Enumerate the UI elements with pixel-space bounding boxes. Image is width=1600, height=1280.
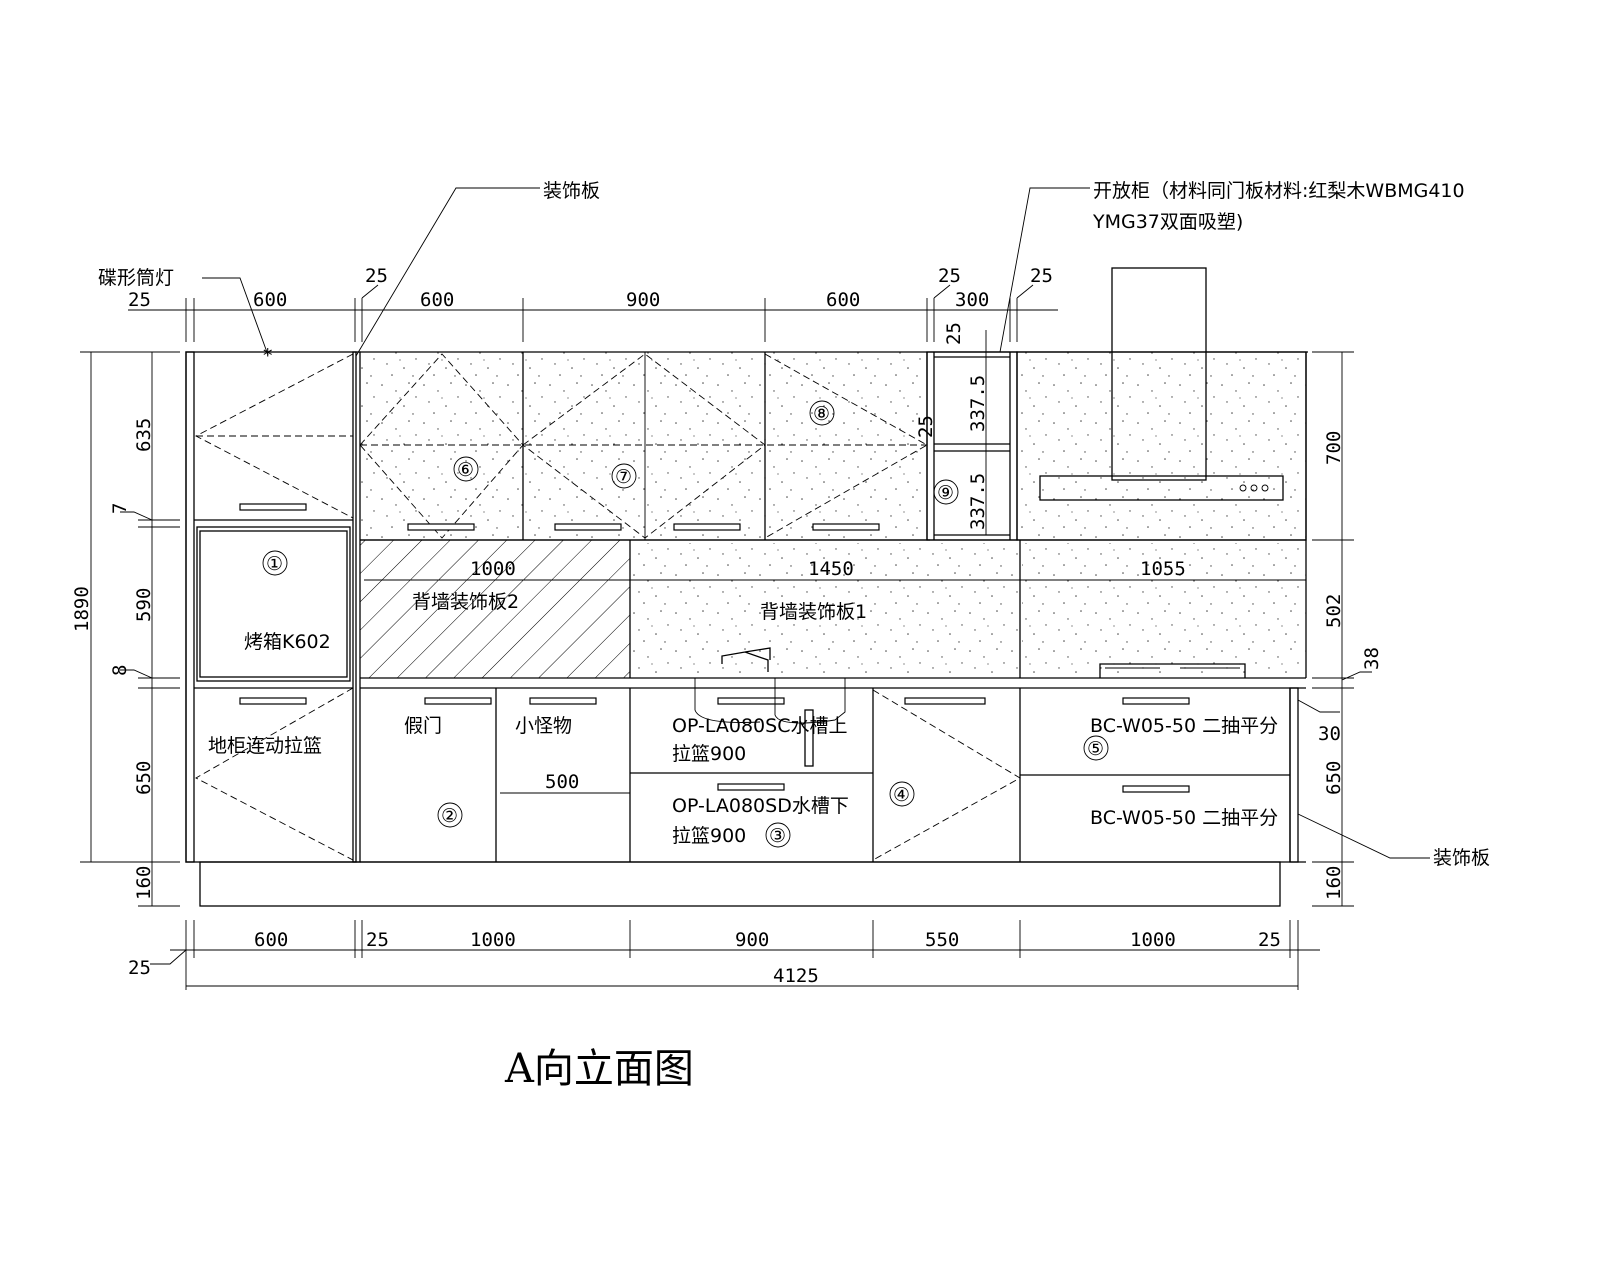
mid-dim: 500 bbox=[545, 771, 579, 793]
drawing-title: A向立面图 bbox=[504, 1046, 694, 1092]
left-dim: 635 bbox=[133, 418, 155, 452]
top-dim: 300 bbox=[955, 289, 989, 311]
sink-lower-label-2: 拉篮900 bbox=[672, 825, 746, 847]
bottom-dim: 1000 bbox=[1130, 929, 1176, 951]
top-dim: 600 bbox=[253, 289, 287, 311]
mid-dim: 1055 bbox=[1140, 558, 1186, 580]
marker-7: ⑦ bbox=[615, 466, 632, 488]
bottom-dim: 25 bbox=[366, 929, 389, 951]
sink-lower-label: OP-LA080SD水槽下 bbox=[672, 795, 849, 817]
open-cabinet-dim: 337.5 bbox=[967, 473, 989, 530]
left-dim: 590 bbox=[133, 588, 155, 622]
marker-5: ⑤ bbox=[1087, 738, 1104, 760]
top-dim: 25 bbox=[1030, 265, 1053, 287]
top-dim: 25 bbox=[938, 265, 961, 287]
annotation-text: 装饰板 碟形筒灯 开放柜（材料同门板材料:红梨木WBMG410 YMG37双面吸… bbox=[98, 180, 1490, 1092]
leader-lines: * bbox=[202, 187, 1430, 859]
light-symbol: * bbox=[262, 345, 273, 367]
base-basket-label: 地柜连动拉篮 bbox=[208, 735, 322, 757]
callout-light: 碟形筒灯 bbox=[98, 267, 174, 289]
left-dim: 650 bbox=[133, 761, 155, 795]
back-panel-1-label: 背墙装饰板1 bbox=[760, 601, 867, 623]
base-cabinets bbox=[199, 647, 1306, 907]
bottom-dim: 550 bbox=[925, 929, 959, 951]
top-dim: 600 bbox=[420, 289, 454, 311]
left-dim: 1890 bbox=[71, 586, 93, 632]
marker-2: ② bbox=[441, 805, 458, 827]
item-markers bbox=[262, 400, 1109, 848]
bottom-dim: 900 bbox=[735, 929, 769, 951]
oven-label: 烤箱K602 bbox=[244, 631, 331, 653]
top-dim: 900 bbox=[626, 289, 660, 311]
right-dim: 700 bbox=[1323, 431, 1345, 465]
little-monster-label: 小怪物 bbox=[515, 715, 572, 737]
marker-3: ③ bbox=[769, 825, 786, 847]
callout-deco-right: 装饰板 bbox=[1433, 847, 1490, 869]
open-cabinet-dim: 25 bbox=[943, 322, 965, 345]
dimension-lines bbox=[80, 284, 1372, 990]
back-panel-2-label: 背墙装饰板2 bbox=[412, 591, 519, 613]
marker-8: ⑧ bbox=[813, 403, 830, 425]
total-width: 4125 bbox=[773, 965, 819, 987]
callout-open-cabinet-2: YMG37双面吸塑) bbox=[1092, 211, 1243, 233]
right-dim: 38 bbox=[1361, 647, 1383, 670]
drawer-label-2: BC-W05-50 二抽平分 bbox=[1090, 807, 1278, 829]
top-dim: 25 bbox=[128, 289, 151, 311]
tall-cabinet bbox=[185, 351, 361, 863]
upper-cabinet-texture bbox=[360, 350, 1306, 678]
top-dim: 600 bbox=[826, 289, 860, 311]
callout-deco-top: 装饰板 bbox=[543, 180, 600, 202]
marker-9: ⑨ bbox=[937, 482, 954, 504]
drawer-label-1: BC-W05-50 二抽平分 bbox=[1090, 715, 1278, 737]
marker-1: ① bbox=[266, 553, 283, 575]
dimension-text: 25 600 25 600 900 600 25 300 25 635 7 59… bbox=[71, 265, 1383, 987]
left-dim: 160 bbox=[133, 866, 155, 900]
bottom-dim: 1000 bbox=[470, 929, 516, 951]
mid-dim: 1000 bbox=[470, 558, 516, 580]
mid-dim: 1450 bbox=[808, 558, 854, 580]
sink-upper-label: OP-LA080SC水槽上 bbox=[672, 715, 847, 737]
open-cabinet-dim: 25 bbox=[915, 415, 937, 438]
right-dim: 650 bbox=[1323, 761, 1345, 795]
right-dim: 30 bbox=[1318, 723, 1341, 745]
marker-4: ④ bbox=[893, 784, 910, 806]
open-cabinet-dim: 337.5 bbox=[967, 375, 989, 432]
fake-door-label: 假门 bbox=[404, 715, 442, 737]
hatched-back-panel-2 bbox=[359, 539, 631, 679]
left-dim: 8 bbox=[109, 665, 131, 676]
backsplash bbox=[360, 352, 1307, 689]
bottom-dim: 25 bbox=[128, 957, 151, 979]
sink-upper-label-2: 拉篮900 bbox=[672, 743, 746, 765]
left-dim: 7 bbox=[109, 503, 131, 514]
bottom-dim: 600 bbox=[254, 929, 288, 951]
callout-open-cabinet: 开放柜（材料同门板材料:红梨木WBMG410 bbox=[1093, 180, 1465, 202]
right-dim: 160 bbox=[1323, 866, 1345, 900]
right-dim: 502 bbox=[1323, 594, 1345, 628]
bottom-dim: 25 bbox=[1258, 929, 1281, 951]
top-dim: 25 bbox=[365, 265, 388, 287]
marker-6: ⑥ bbox=[457, 459, 474, 481]
